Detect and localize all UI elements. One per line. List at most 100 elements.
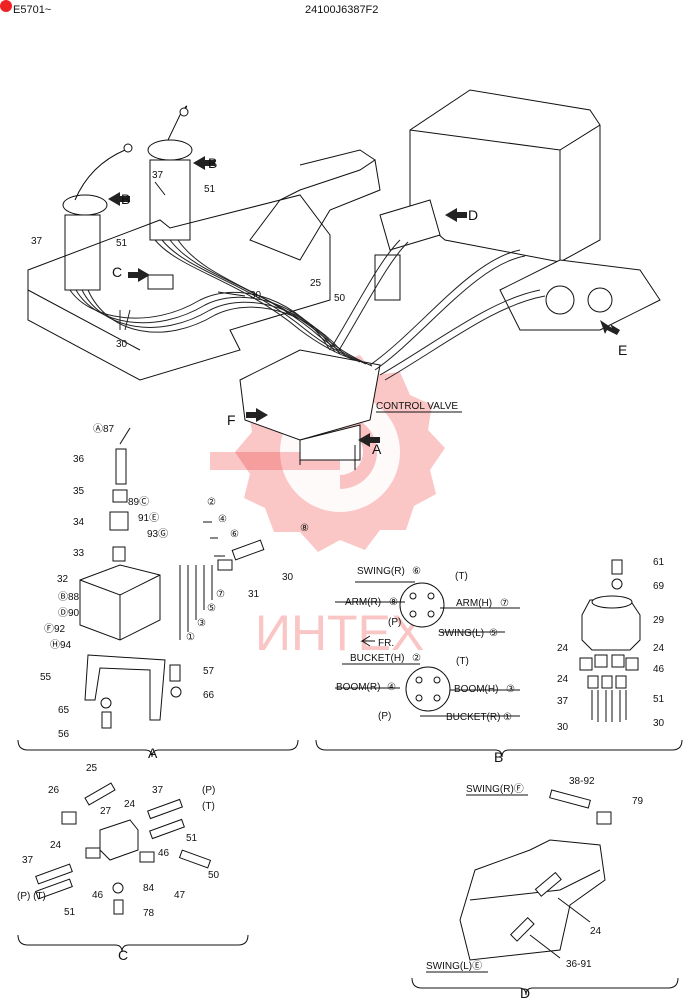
- a-label-c4: ④: [218, 514, 227, 525]
- callout-d: D: [468, 207, 478, 223]
- b-part-24a: 24: [557, 643, 569, 654]
- a-label-b88: Ⓑ88: [58, 591, 80, 603]
- b-boom-h-num: ③: [506, 684, 515, 695]
- b-bucket-r-num: ①: [503, 712, 512, 723]
- callout-a: A: [372, 441, 382, 457]
- b-part-37: 37: [557, 696, 569, 707]
- b-arm-h-num: ⑦: [500, 598, 509, 609]
- b-lower-p: (P): [378, 711, 391, 722]
- b-upper-t: (T): [455, 571, 468, 582]
- direction-arrows: [108, 156, 620, 447]
- b-part-46: 46: [653, 664, 665, 675]
- b-swing-l-num: ⑤: [489, 628, 498, 639]
- a-label-35: 35: [73, 486, 85, 497]
- d-label-3691: 36-91: [566, 959, 592, 970]
- control-valve-label: CONTROL VALVE: [376, 401, 458, 412]
- b-part-30a: 30: [557, 722, 569, 733]
- b-bucket-h: BUCKET(H): [350, 653, 404, 664]
- c-label-24a: 24: [124, 799, 136, 810]
- label-30-b: 30: [116, 339, 128, 350]
- label-37-left: 37: [31, 236, 43, 247]
- serial-range: E5701~: [13, 4, 51, 16]
- c-label-t: (T): [202, 801, 215, 812]
- c-label-47: 47: [174, 890, 186, 901]
- c-label-51b: 51: [64, 907, 76, 918]
- a-label-57: 57: [203, 666, 215, 677]
- a-label-55: 55: [40, 672, 52, 683]
- b-boom-r-num: ④: [387, 682, 396, 693]
- b-arm-h: ARM(H): [456, 598, 492, 609]
- label-50: 50: [334, 293, 346, 304]
- main-assembly: [27, 89, 661, 470]
- label-37-top: 37: [152, 170, 164, 181]
- b-part-24b: 24: [653, 643, 665, 654]
- label-51-top: 51: [204, 184, 216, 195]
- drawing-number: 24100J6387F2: [305, 4, 378, 16]
- b-lower-t: (T): [456, 656, 469, 667]
- label-30-a: 30: [250, 290, 262, 301]
- callout-e: E: [618, 342, 627, 358]
- c-label-37b: 37: [22, 855, 34, 866]
- a-label-c8: ⑧: [300, 523, 309, 534]
- d-label-79: 79: [632, 796, 644, 807]
- section-d-title: D: [520, 985, 530, 1000]
- a-label-30: 30: [282, 572, 294, 583]
- section-c-title: C: [118, 947, 128, 963]
- a-label-c1: ①: [186, 632, 195, 643]
- d-swing-r: SWING(R)Ⓕ: [466, 783, 524, 795]
- a-label-c7: ⑦: [216, 589, 225, 600]
- a-label-g93: 93Ⓖ: [147, 528, 168, 540]
- a-label-33: 33: [73, 548, 85, 559]
- callout-b-top: B: [208, 155, 217, 171]
- a-label-c89: 89Ⓒ: [128, 496, 149, 508]
- a-label-c3: ③: [197, 618, 206, 629]
- a-label-34: 34: [73, 517, 85, 528]
- b-part-30b: 30: [653, 718, 665, 729]
- b-boom-r: BOOM(R): [336, 682, 380, 693]
- a-label-c5: ⑤: [207, 603, 216, 614]
- callout-f: F: [227, 412, 236, 428]
- callout-c: C: [112, 264, 122, 280]
- section-c-drawing: [35, 782, 212, 915]
- label-25: 25: [310, 278, 322, 289]
- c-label-27: 27: [100, 806, 112, 817]
- a-label-e91: 91Ⓔ: [138, 512, 159, 524]
- c-label-50: 50: [208, 870, 220, 881]
- b-arm-r: ARM(R): [345, 597, 381, 608]
- c-label-46b: 46: [92, 890, 104, 901]
- section-b-drawing: [335, 559, 641, 722]
- section-b-title: B: [494, 749, 503, 765]
- a-label-d90: Ⓓ90: [58, 607, 80, 619]
- b-swing-r-num: ⑥: [412, 566, 421, 577]
- b-arm-r-num: ⑧: [389, 597, 398, 608]
- d-label-24: 24: [590, 926, 602, 937]
- b-upper-p: (P): [388, 617, 401, 628]
- b-swing-l: SWING(L): [438, 628, 484, 639]
- c-label-46a: 46: [158, 848, 170, 859]
- a-label-c2: ②: [207, 497, 216, 508]
- c-label-25: 25: [86, 763, 98, 774]
- a-label-h94: Ⓗ94: [50, 639, 72, 651]
- section-a-drawing: [79, 448, 265, 729]
- b-boom-h: BOOM(H): [454, 684, 498, 695]
- c-label-84: 84: [143, 883, 155, 894]
- callout-b-left: B: [121, 191, 130, 207]
- c-label-51a: 51: [186, 833, 198, 844]
- watermark-text: ИНТЕХ: [255, 605, 424, 661]
- section-d-drawing: [459, 789, 612, 961]
- b-part-61: 61: [653, 557, 665, 568]
- c-label-26: 26: [48, 785, 60, 796]
- a-label-32: 32: [57, 574, 69, 585]
- c-label-78: 78: [143, 908, 155, 919]
- b-part-69: 69: [653, 581, 665, 592]
- b-fr: FR.: [378, 638, 394, 649]
- c-label-24b: 24: [50, 840, 62, 851]
- a-label-a87: Ⓐ87: [93, 423, 115, 435]
- c-label-p: (P): [202, 785, 215, 796]
- a-label-f92: Ⓕ92: [44, 623, 66, 635]
- b-part-29: 29: [653, 615, 665, 626]
- a-label-56: 56: [58, 729, 70, 740]
- b-bucket-h-num: ②: [412, 653, 421, 664]
